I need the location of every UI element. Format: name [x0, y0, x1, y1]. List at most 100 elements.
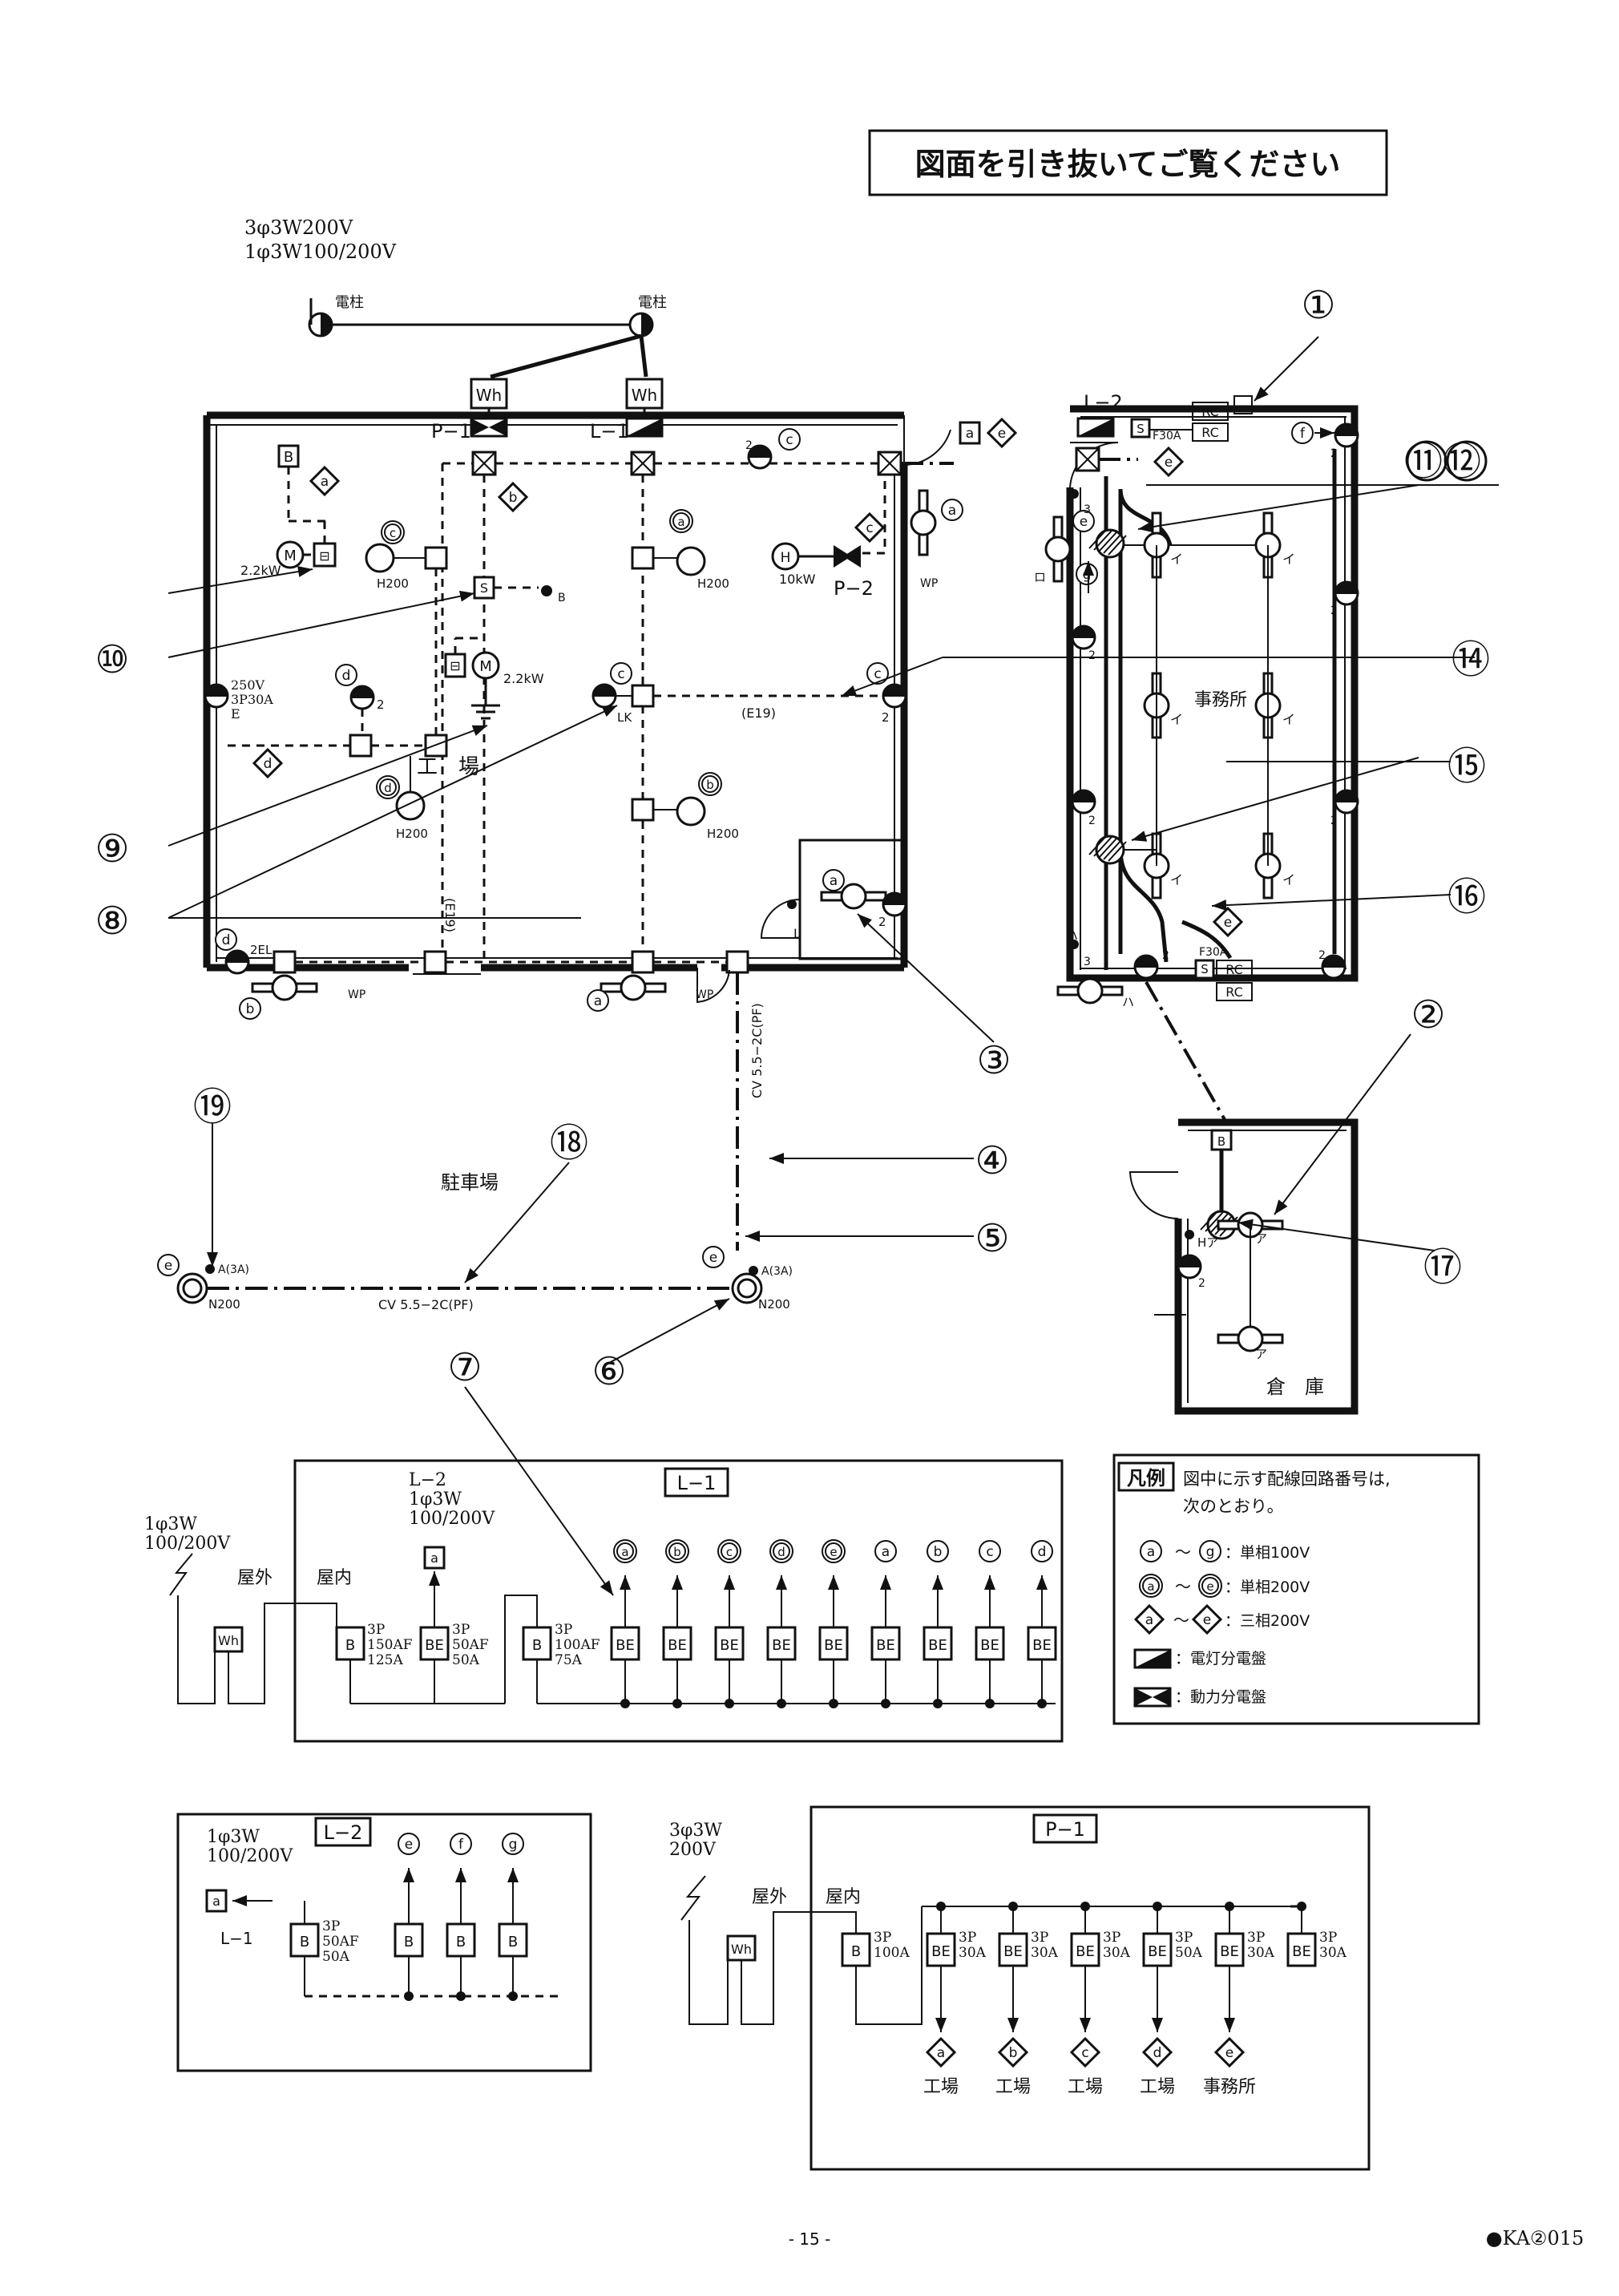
breaker — [289, 1922, 320, 1958]
fixture-type: ア — [1255, 1231, 1267, 1246]
circuit-letter: c — [866, 520, 873, 536]
outlet-count: 2 — [1330, 815, 1338, 827]
circuit-number-f: f — [450, 1833, 472, 1855]
circuit-letter: a — [677, 515, 684, 529]
circuit-letter: e — [1224, 915, 1232, 931]
breaker-label: B — [300, 1934, 309, 1950]
fluorescent-fixture-icon — [251, 974, 318, 1001]
outlet-count: 2 — [878, 915, 886, 929]
callout-10-leader — [168, 592, 475, 658]
rating-text: 100AF — [555, 1637, 600, 1653]
outlet-count: 2 — [1088, 815, 1096, 827]
callout-6-leader — [608, 1298, 730, 1364]
switch-label: ⊟ — [450, 658, 460, 673]
rc-label: RC — [1225, 984, 1243, 1000]
panel-p1-label: P−1 — [431, 420, 471, 443]
callout-circle-icon — [1446, 440, 1488, 482]
fluorescent-fixture-icon — [1056, 977, 1124, 1004]
diamond-icon — [1191, 1603, 1223, 1635]
callout-number: ⑱ — [550, 1121, 588, 1166]
l2-title: L−2 — [324, 1821, 363, 1844]
callout-number: ⑤ — [975, 1216, 1009, 1261]
pole-label: 電柱 — [335, 294, 364, 311]
hatched-circle-icon — [1088, 528, 1127, 559]
circle-icon — [866, 662, 889, 685]
outlet-count: 2 — [1198, 1277, 1205, 1290]
instruction-box — [868, 129, 1388, 196]
circuit-number-a: a — [1133, 1603, 1165, 1635]
breaker — [522, 1626, 552, 1661]
square-icon — [959, 421, 981, 445]
callout-1-leader — [1254, 336, 1319, 402]
fixture-type: イ — [1282, 872, 1295, 887]
meter-label: Wh — [218, 1633, 239, 1648]
legend-tilde: 〜 — [1175, 1542, 1191, 1562]
breaker-label: BE — [1220, 1943, 1239, 1960]
fluorescent-fixture-icon — [600, 974, 667, 1001]
circuit-number-b: b — [239, 997, 261, 1020]
outlet-icon — [204, 683, 229, 709]
circuit-number-e: e — [1191, 1603, 1223, 1635]
fixture-type: ア — [1255, 1347, 1267, 1361]
outlet-icon — [591, 683, 617, 709]
arrowhead-icon — [1132, 831, 1148, 842]
circuit-number-a: a — [669, 509, 693, 533]
circuit-letter: b — [706, 778, 714, 792]
callout-circle-icon — [1406, 440, 1447, 482]
earth-leakage-breaker — [662, 1626, 692, 1661]
outlet-icon — [1177, 1254, 1202, 1279]
arrowhead-icon — [745, 1231, 760, 1242]
circuit-letter: b — [934, 1544, 943, 1560]
junction-box-icon — [631, 798, 655, 822]
circuit-number-f: f — [1291, 422, 1314, 444]
motor-rating: 2.2kW — [240, 563, 281, 578]
rating-text: 3P — [555, 1622, 572, 1638]
callout-3: ③ — [976, 1038, 1011, 1083]
rating-text: 125A — [367, 1652, 403, 1668]
panel-p2-label: P−2 — [834, 577, 874, 600]
arrowhead-icon — [1152, 2018, 1163, 2032]
breaker-label: BE — [772, 1637, 791, 1654]
supply-line-1: 3φ3W200V — [244, 216, 353, 239]
callout-number: ⑭ — [1451, 637, 1490, 682]
instruction-text: 図面を引き抜いてご覧ください — [915, 147, 1341, 182]
callout-15-leader — [1211, 894, 1451, 907]
circuit-number-d: d — [376, 775, 400, 799]
lamp-rating: H200 — [707, 827, 739, 841]
bus-2 — [504, 1595, 538, 1704]
circuit-letter: d — [222, 932, 231, 948]
callout-13-leader — [841, 657, 943, 697]
circuit-letter: c — [986, 1544, 993, 1560]
circuit-number-e: e — [398, 1833, 420, 1855]
outlet-count: 2 — [1318, 949, 1326, 962]
office-wall — [1066, 405, 1359, 982]
rating-text: 50A — [322, 1949, 350, 1965]
arrowhead-icon — [935, 2018, 947, 2032]
circuit-number-d: d — [215, 928, 237, 951]
motor-rating: 10kW — [779, 572, 816, 587]
arrowhead-icon — [713, 1299, 729, 1311]
rc-box — [1216, 960, 1253, 979]
diamond-icon — [986, 417, 1018, 449]
bus-dot — [404, 1991, 414, 2001]
street-light-icon — [176, 1272, 208, 1304]
callout-5: ⑤ — [975, 1216, 1009, 1261]
destination-label: 工場 — [1140, 2077, 1175, 2097]
circuit-number-g: g — [1199, 1540, 1221, 1562]
room-office: 事務所 — [1194, 690, 1247, 710]
circuit-letter: a — [430, 1550, 438, 1566]
arrowhead-icon — [403, 1868, 414, 1882]
rating-text: 50A — [452, 1652, 480, 1668]
circuit-letter: b — [673, 1545, 681, 1559]
circuit-letter: a — [621, 1545, 628, 1559]
fixture-type: イ — [1282, 712, 1295, 727]
legend-lighting: ：電灯分電盤 — [1175, 1650, 1266, 1667]
switch-label: S — [1137, 422, 1145, 436]
supply-line-2: 1φ3W100/200V — [244, 241, 397, 263]
callout-16-leader — [1237, 1222, 1435, 1251]
outlet-icon — [882, 891, 907, 917]
supply-bolt — [169, 1553, 193, 1596]
panel-l1-label: L−1 — [590, 420, 629, 443]
diamond-icon — [1141, 2036, 1173, 2068]
double-circle-inner-icon — [1142, 1577, 1160, 1595]
